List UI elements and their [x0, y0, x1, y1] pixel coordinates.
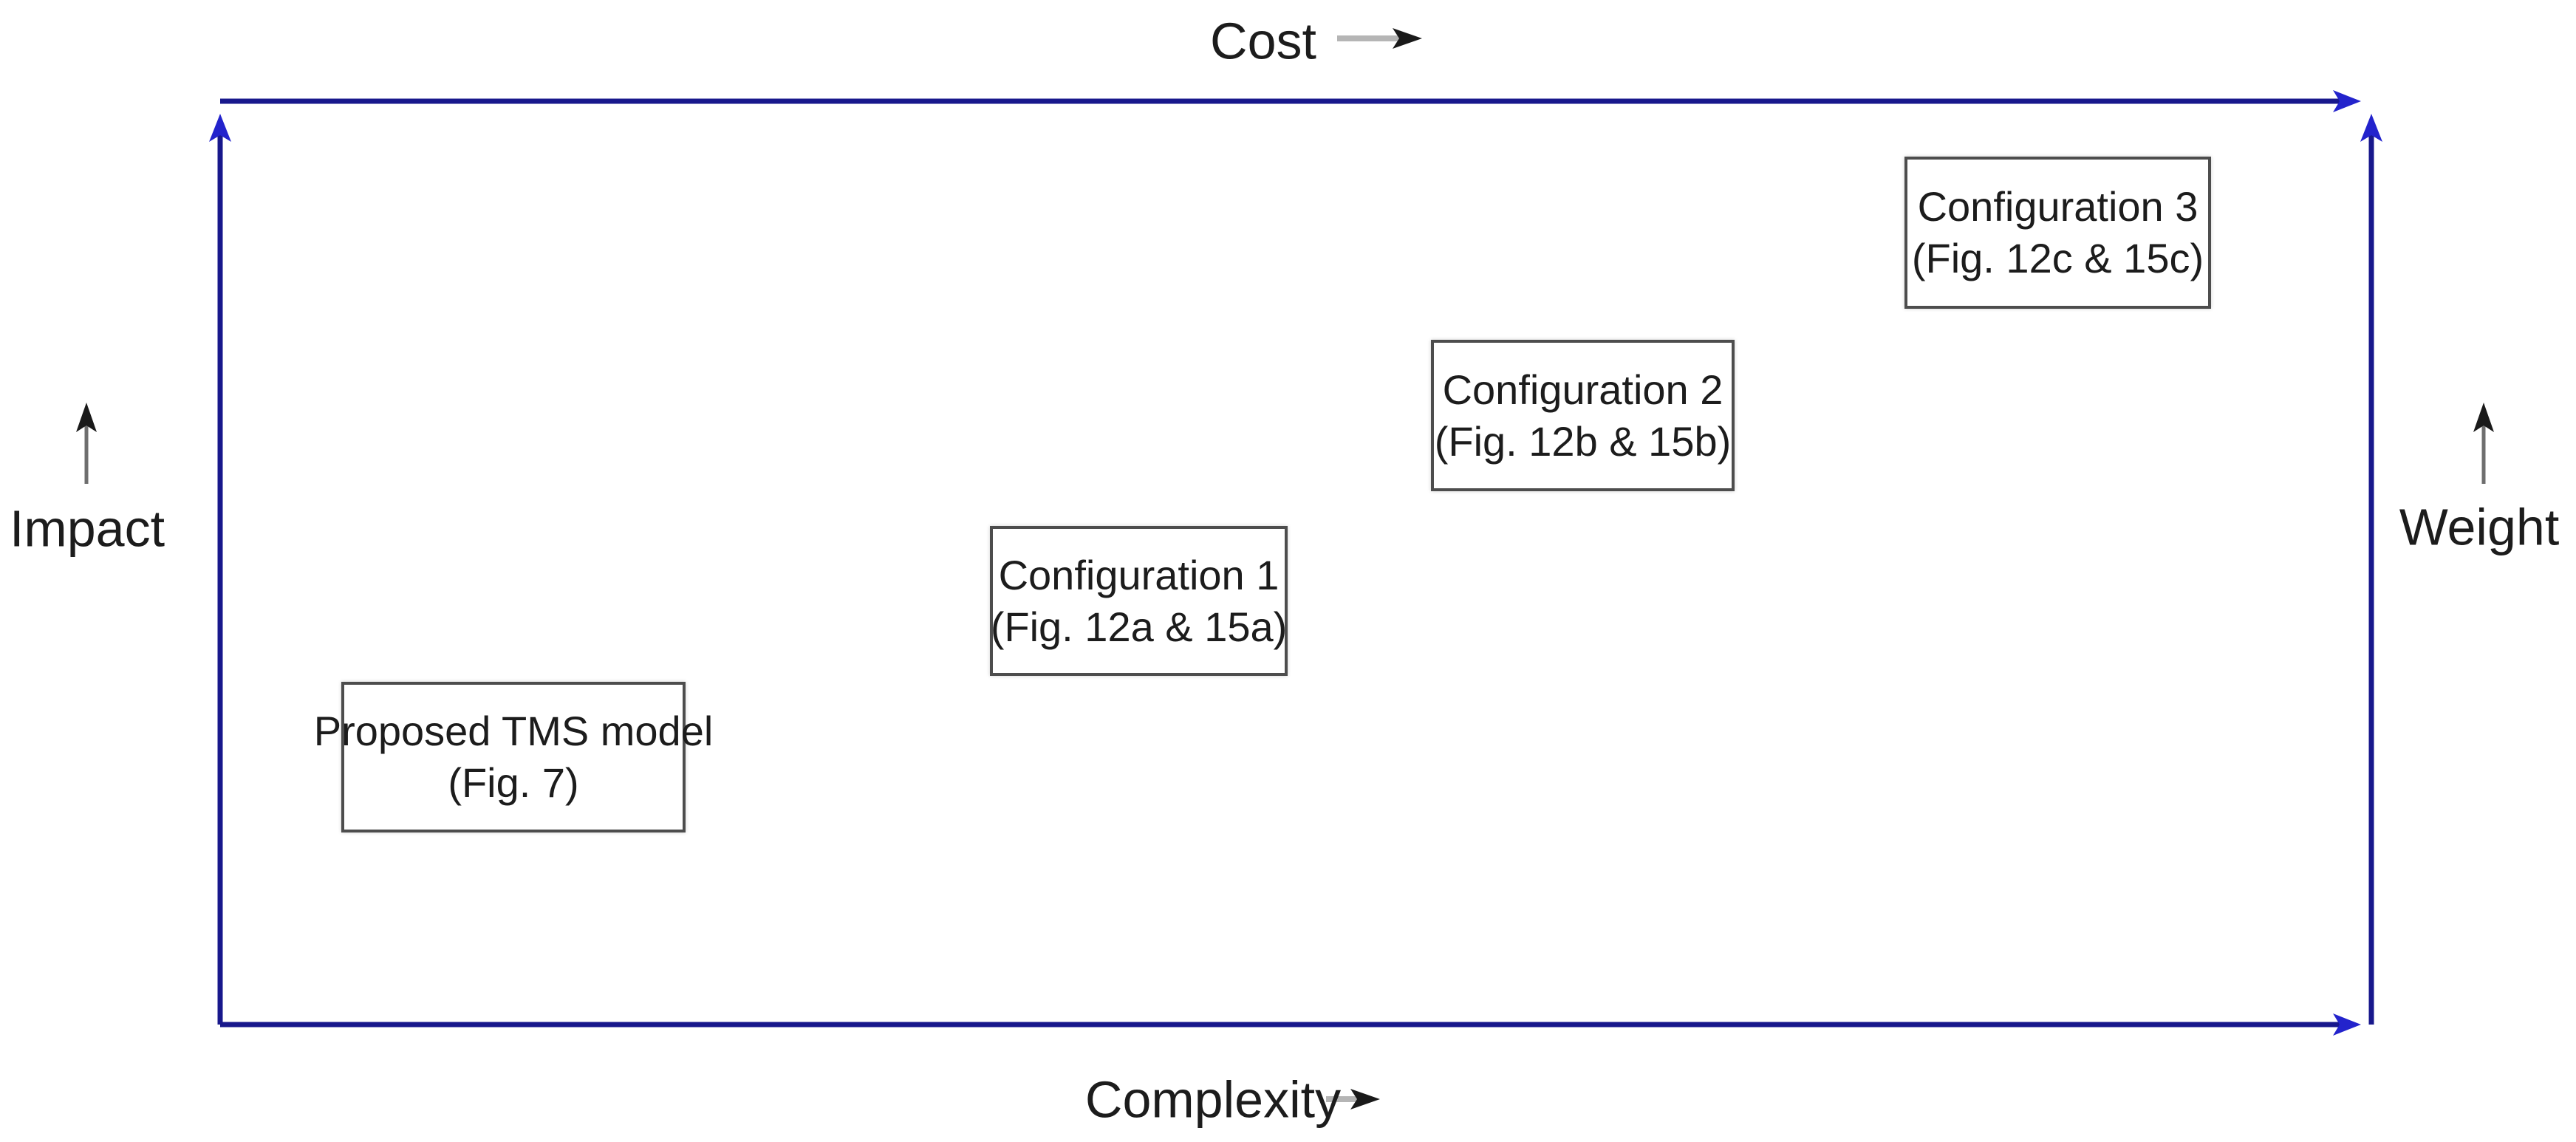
node-configuration-1: Configuration 1 (Fig. 12a & 15a): [990, 526, 1288, 676]
cost-axis-label: Cost: [1210, 12, 1316, 70]
node-title: Proposed TMS model: [313, 708, 714, 754]
impact-axis-label: Impact: [9, 499, 165, 558]
node-title: Configuration 2: [1442, 366, 1723, 413]
node-configuration-3: Configuration 3 (Fig. 12c & 15c): [1904, 157, 2211, 309]
weight-axis-label: Weight: [2399, 498, 2560, 556]
node-configuration-2: Configuration 2 (Fig. 12b & 15b): [1431, 340, 1735, 491]
complexity-axis-label: Complexity: [1084, 1070, 1342, 1129]
node-title: Configuration 3: [1917, 183, 2199, 230]
node-subtitle: (Fig. 12c & 15c): [1911, 235, 2204, 281]
node-subtitle: (Fig. 12a & 15a): [990, 603, 1288, 650]
node-title: Configuration 1: [998, 551, 1280, 598]
node-subtitle: (Fig. 12b & 15b): [1434, 417, 1732, 465]
node-proposed-tms-model: Proposed TMS model (Fig. 7): [314, 682, 713, 832]
node-subtitle: (Fig. 7): [448, 759, 579, 806]
